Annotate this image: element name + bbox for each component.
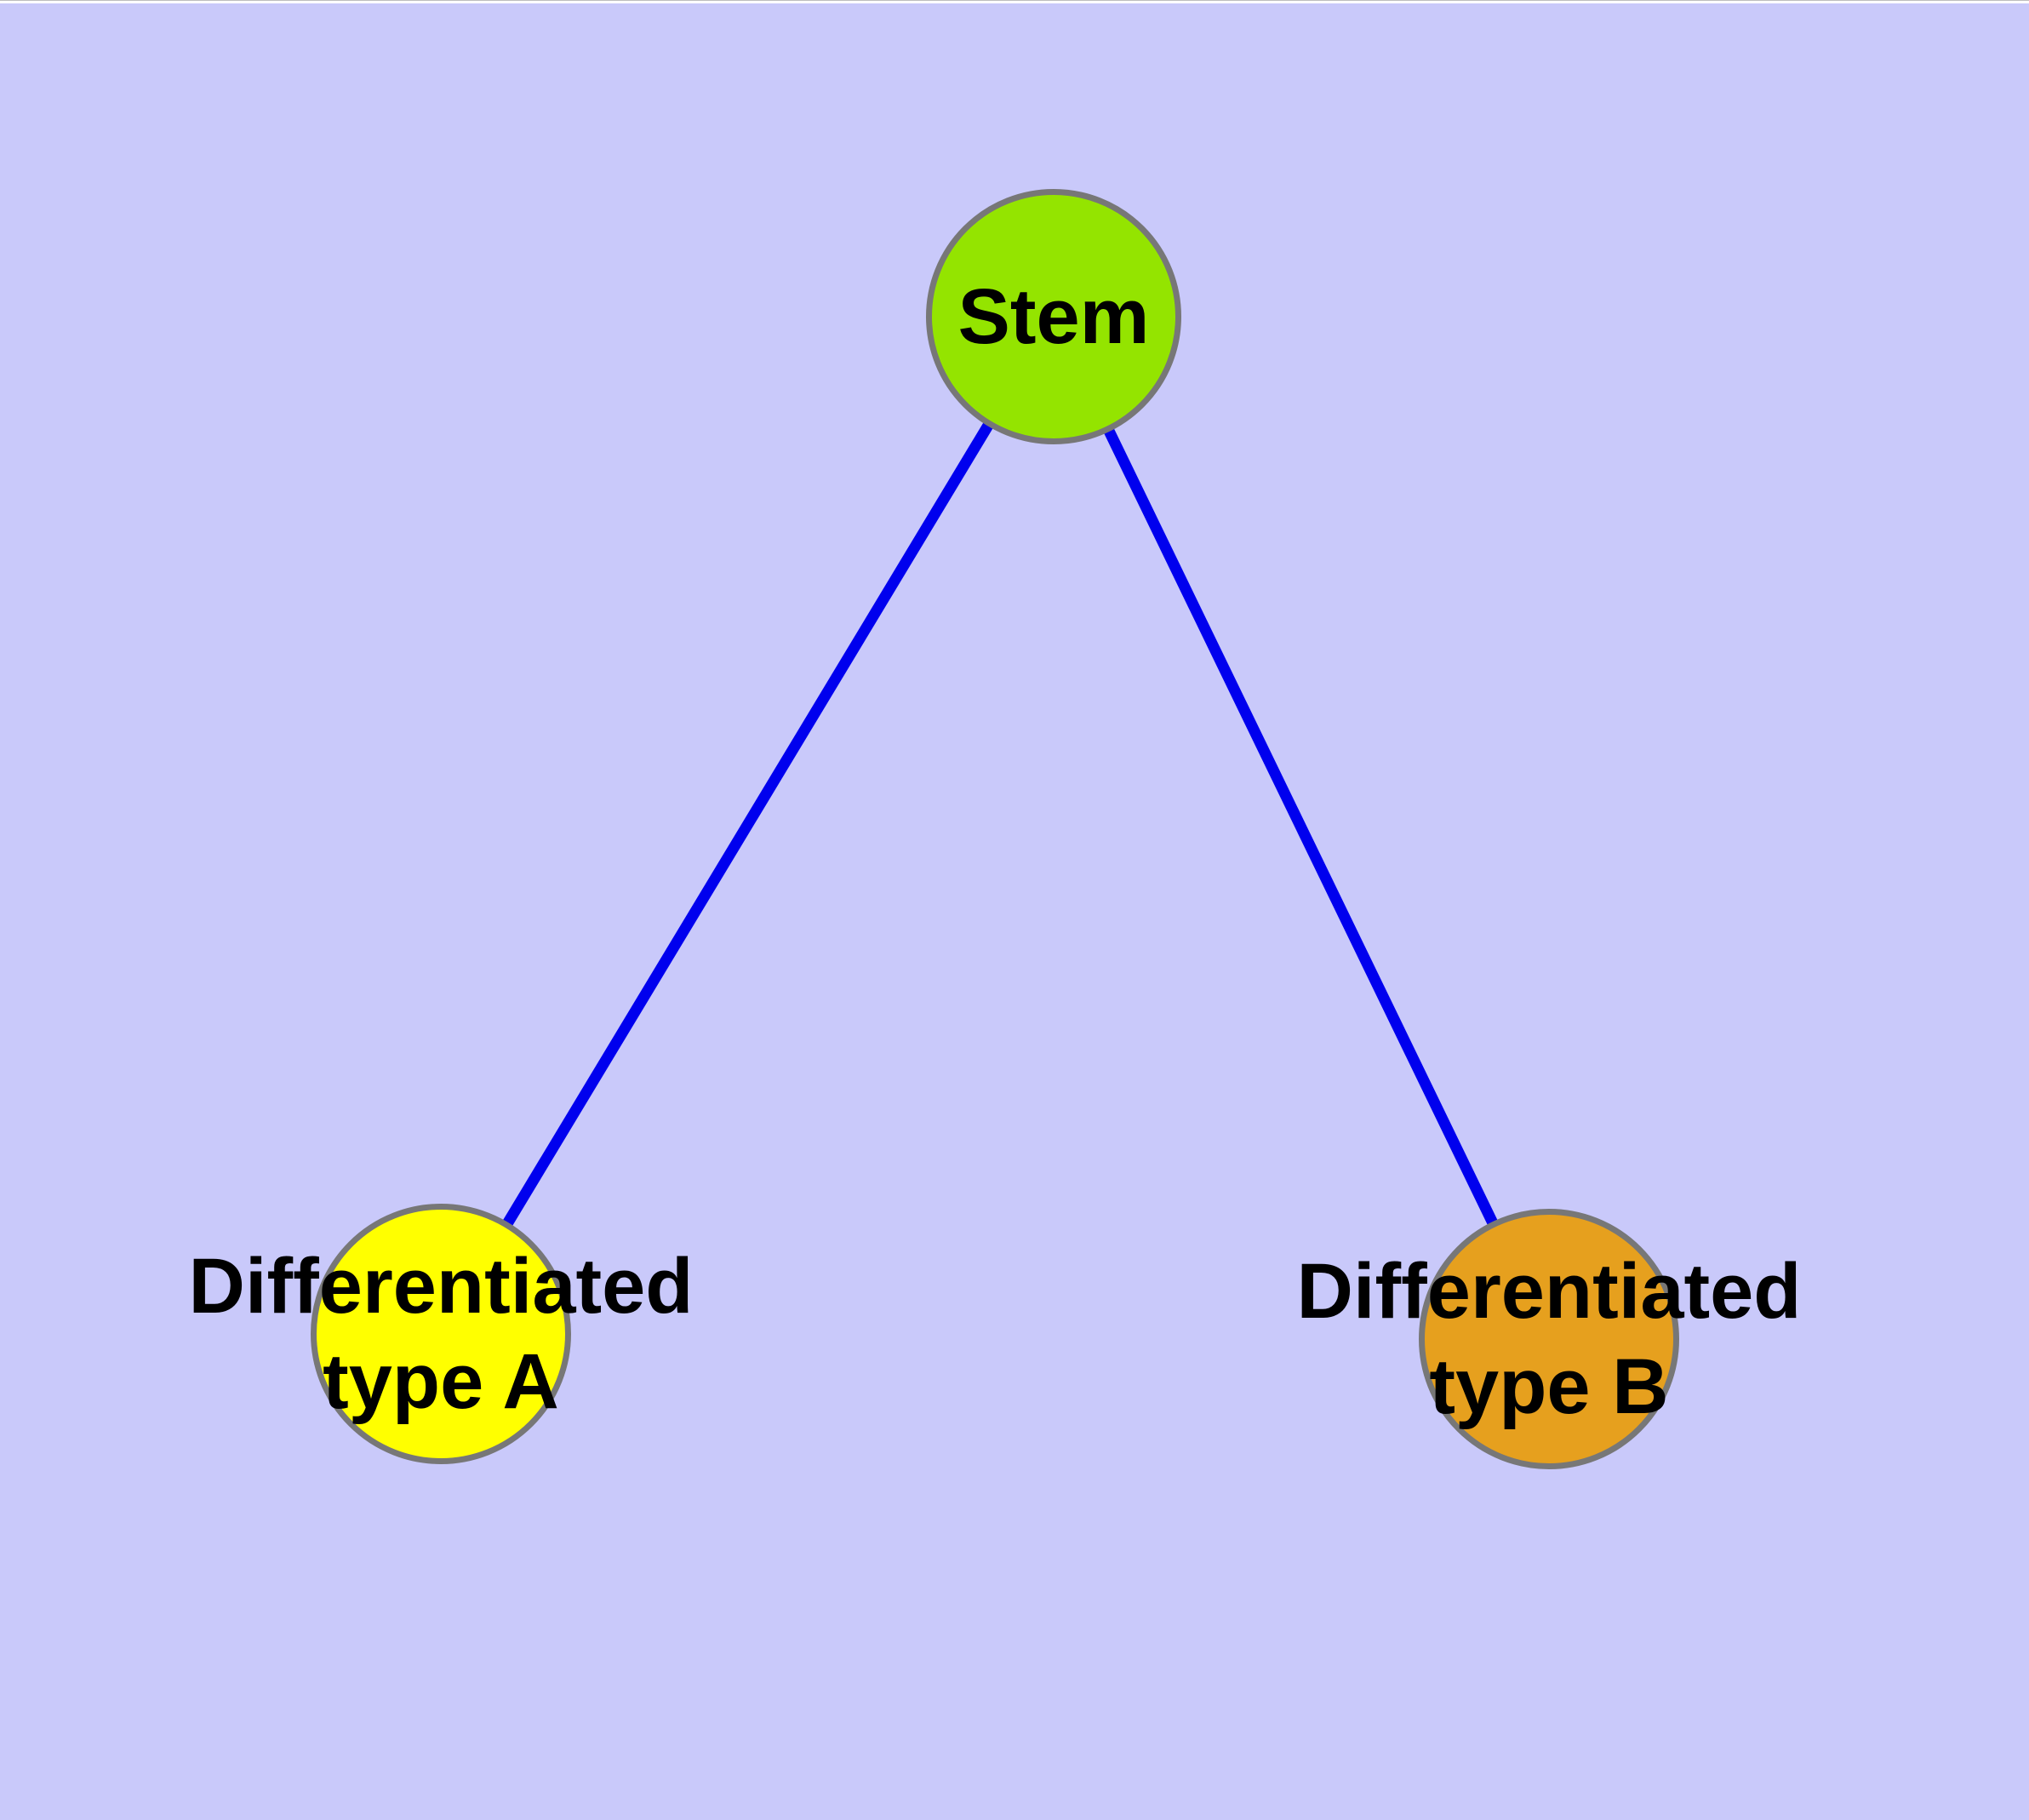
edge-stem-to-type-a: [436, 313, 1059, 1337]
edge-stem-to-type-b: [1049, 314, 1554, 1342]
node-differentiated-type-a: [311, 1204, 571, 1464]
node-differentiated-type-b: [1419, 1209, 1679, 1469]
node-stem: [926, 189, 1181, 444]
window-top-edge: [0, 0, 2029, 3]
